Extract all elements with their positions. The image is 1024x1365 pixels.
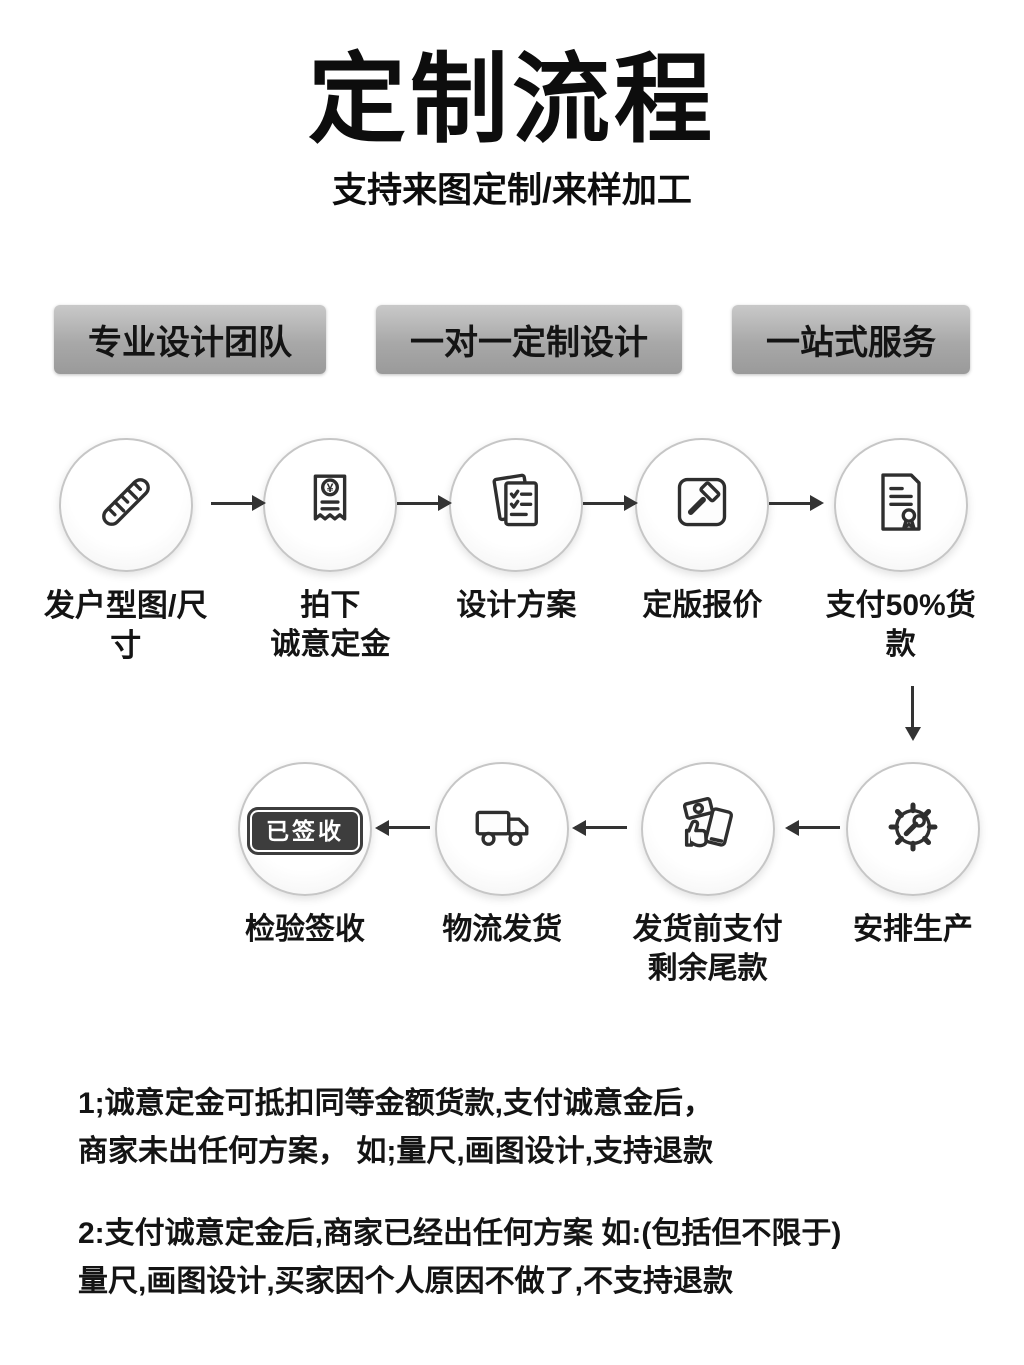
step-label: 定版报价 [642, 588, 763, 622]
feature-badges: 专业设计团队 一对一定制设计 一站式服务 [0, 304, 1024, 374]
arrow-left-icon [374, 819, 430, 836]
svg-text:¥: ¥ [327, 481, 334, 495]
flow-connector [0, 686, 1024, 742]
production-gear-icon [877, 791, 949, 868]
step-circle: ¥ [263, 437, 398, 572]
page-subtitle: 支持来图定制/来样加工 [332, 170, 692, 210]
payment-hand-icon [672, 791, 744, 868]
step-arrange-production: 安排生产 [845, 762, 980, 949]
contract-payment-icon [865, 466, 937, 543]
step-label: 设计方案 [456, 588, 577, 622]
step-label: 物流发货 [442, 913, 563, 947]
page-title: 定制流程 [307, 44, 716, 154]
badge-one-stop-service: 一站式服务 [732, 304, 970, 374]
step-pay-balance: 发货前支付 剩余尾款 [633, 762, 783, 988]
note-deposit-refundable: 1;诚意定金可抵扣同等金额货款,支付诚意金后， 商家未出任何方案， 如;量尺,画… [78, 1087, 714, 1169]
step-circle [58, 437, 193, 572]
step-inspect-sign: 已签收 检验签收 [238, 762, 372, 949]
step-circle [640, 762, 775, 897]
arrow-right-icon [583, 495, 639, 512]
step-label: 发货前支付 剩余尾款 [632, 913, 783, 986]
step-finalize-quote: 定版报价 [635, 437, 770, 625]
arrow-right-icon [211, 495, 267, 512]
step-send-floorplan: 发户型图/尺寸 [40, 437, 211, 667]
flow-row-2: 已签收 检验签收 物流发货 [0, 762, 1024, 988]
step-circle [449, 437, 584, 572]
flow-row-1: 发户型图/尺寸 ¥ 拍下 诚意定金 [0, 437, 1024, 667]
step-circle [845, 762, 980, 897]
deposit-receipt-icon: ¥ [294, 466, 366, 543]
step-pay-deposit: ¥ 拍下 诚意定金 [263, 437, 398, 664]
ruler-icon [90, 466, 162, 543]
step-design-plan: 设计方案 [449, 437, 584, 625]
arrow-down-icon [904, 686, 921, 742]
arrow-right-icon [397, 495, 453, 512]
step-label: 支付50%货款 [825, 588, 976, 661]
finalize-quote-icon [666, 466, 738, 543]
step-circle: 已签收 [238, 762, 372, 897]
delivery-truck-icon [466, 791, 538, 868]
arrow-left-icon [571, 819, 627, 836]
design-plan-icon [480, 466, 552, 543]
step-label: 拍下 诚意定金 [270, 588, 391, 661]
arrow-right-icon [769, 495, 825, 512]
signed-stamp-icon: 已签收 [247, 807, 363, 856]
step-shipping: 物流发货 [435, 762, 570, 949]
terms-notes: 1;诚意定金可抵扣同等金额货款,支付诚意金后， 商家未出任何方案， 如;量尺,画… [0, 1080, 1024, 1306]
arrow-left-icon [785, 819, 841, 836]
note-deposit-nonrefundable: 2:支付诚意定金后,商家已经出任何方案 如:(包括但不限于) 量尺,画图设计,买… [78, 1217, 842, 1299]
step-circle [435, 762, 570, 897]
step-label: 发户型图/尺寸 [43, 587, 208, 664]
badge-one-on-one-design: 一对一定制设计 [376, 304, 682, 374]
step-circle [635, 437, 770, 572]
badge-professional-design-team: 专业设计团队 [54, 304, 326, 374]
step-circle [833, 437, 968, 572]
step-label: 检验签收 [245, 913, 365, 947]
signed-stamp-label: 已签收 [247, 807, 363, 856]
step-label: 安排生产 [852, 913, 973, 947]
step-pay-50-percent: 支付50%货款 [821, 437, 980, 664]
